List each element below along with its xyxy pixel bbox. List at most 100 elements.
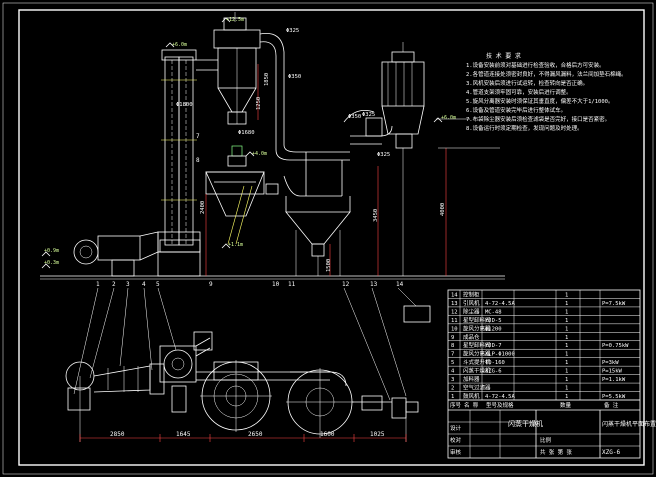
- elev-small-label: +1.1m: [228, 242, 243, 248]
- parts-cell-spec: YJD-7: [485, 343, 502, 349]
- elevation-view: +12.5m +6.0m +6.0m +0.9m +0.3m +4.0m +1.…: [40, 12, 505, 288]
- callout-5: 5: [156, 281, 160, 288]
- parts-cell-no: 9: [451, 335, 454, 341]
- horizontal-duct: [275, 120, 350, 197]
- elev-low-label: +4.0m: [252, 151, 267, 157]
- parts-cell-qty: 1: [565, 352, 568, 358]
- parts-cell-no: 7: [451, 352, 454, 358]
- parts-cell-note: P=3kW: [602, 360, 619, 366]
- parts-cell-no: 5: [451, 360, 454, 366]
- dim-d5: 1250: [256, 97, 262, 110]
- parts-cell-qty: 1: [565, 309, 568, 315]
- plan-dim-3: 2650: [248, 431, 263, 438]
- callout-2: 2: [112, 281, 116, 288]
- parts-cell-name: 旋风分离器: [463, 324, 491, 332]
- parts-cell-qty: 1: [565, 318, 568, 324]
- parts-cell-qty: 1: [565, 301, 568, 307]
- parts-cell-spec: TD-160: [485, 360, 505, 366]
- tb-drawing-title: 闪蒸干燥机平面布置图: [602, 420, 656, 428]
- parts-cell-qty: 1: [565, 386, 568, 392]
- callout-12: 12: [342, 281, 350, 288]
- note-2: 2.各管道连接处须密封良好，不得漏风漏料，法兰间加垫石棉绳。: [466, 70, 627, 78]
- parts-cell-qty: 1: [565, 335, 568, 341]
- tb-label-check: 校对: [450, 436, 462, 444]
- parts-cell-spec: XLP-Φ1000: [485, 352, 515, 358]
- callout-13: 13: [370, 281, 378, 288]
- parts-cell-qty: 1: [565, 292, 568, 298]
- callout-8: 8: [196, 157, 200, 164]
- dim-d8: Φ350: [348, 114, 361, 120]
- parts-cell-name: 成品仓: [463, 333, 480, 341]
- parts-cell-no: 12: [451, 309, 458, 315]
- parts-cell-no: 13: [451, 301, 458, 307]
- parts-cell-name: 加料器: [463, 375, 480, 383]
- parts-cell-no: 14: [451, 292, 458, 298]
- discharge-elbow: [343, 109, 375, 123]
- dim-d4: 1850: [264, 73, 270, 86]
- plan-view: 2850 1645 2650 1600 1025: [65, 287, 431, 442]
- tb-label-design: 设计: [450, 424, 462, 432]
- parts-cell-note: P=15kW: [602, 369, 623, 375]
- plan-dim-1: 2850: [110, 431, 125, 438]
- elev-right-label: +6.0m: [441, 115, 456, 121]
- parts-cell-no: 2: [451, 386, 454, 392]
- notes-title: 技 术 要 求: [486, 52, 521, 60]
- parts-cell-note: P=0.75kW: [602, 343, 629, 349]
- parts-cell-qty: 1: [565, 369, 568, 375]
- parts-cell-name: 旋风分离器: [463, 350, 491, 358]
- parts-cell-no: 4: [451, 369, 455, 375]
- parts-cell-spec: YJD-5: [485, 318, 502, 324]
- note-4: 4.管道支架须牢固可靠，安装后进行调整。: [466, 88, 572, 96]
- elev-left1-label: +0.9m: [44, 248, 59, 254]
- parts-cell-name: 空气过滤器: [463, 384, 491, 392]
- top-cyclone: [196, 12, 285, 125]
- parts-cell-name: 鼓风机: [463, 392, 480, 400]
- technical-notes: 技 术 要 求 1.设备安装前须对基础进行检查验收，合格后方可安装。 2.各管道…: [466, 52, 627, 132]
- plan-dim-2: 1645: [176, 431, 191, 438]
- parts-cell-spec: Φ1200: [485, 326, 502, 332]
- plan-dim-4: 1600: [320, 431, 335, 438]
- note-7: 7.布袋除尘器安装后须检查滤袋是否完好，接口是否紧密。: [466, 115, 610, 123]
- note-3: 3.风机安装后须进行试运转，检查转向是否正确。: [466, 79, 588, 87]
- dim-d3: Φ1680: [238, 130, 255, 136]
- tb-project: 闪蒸干燥机: [508, 419, 543, 428]
- parts-cell-spec: 4-72-4.5A: [485, 394, 515, 400]
- note-6: 6.设备及管道安装完毕后进行整体试车。: [466, 106, 566, 114]
- hdr-no: 序号: [450, 401, 462, 409]
- callout-3: 3: [126, 281, 130, 288]
- hdr-note: 备 注: [604, 401, 619, 409]
- note-5: 5.旋风分离器安装时须保证其垂直度，偏差不大于1/1000。: [466, 97, 614, 105]
- parts-cell-name: 斗式提升机: [463, 358, 491, 366]
- dim-d9: 2400: [200, 201, 206, 214]
- bucket-elevator: [159, 49, 201, 253]
- parts-cell-name: 闪蒸干燥机: [463, 367, 491, 375]
- dim-d1: Φ325: [286, 28, 299, 34]
- hdr-qty: 数量: [560, 401, 572, 409]
- parts-cell-note: P=5.5kW: [602, 394, 626, 400]
- parts-cell-no: 10: [451, 326, 458, 332]
- parts-cell-no: 3: [451, 377, 454, 383]
- dim-d13: Φ1800: [176, 102, 193, 108]
- dim-d7: Φ325: [377, 152, 390, 158]
- note-8: 8.设备运行时须定期检查，发现问题及时处理。: [466, 124, 583, 132]
- elev-top-label: +12.5m: [226, 17, 244, 23]
- elev-mid-label: +6.0m: [172, 42, 187, 48]
- hdr-name: 名 称: [464, 401, 479, 409]
- parts-cell-qty: 1: [565, 326, 568, 332]
- dim-d10: 3450: [373, 209, 379, 222]
- tb-label-review: 审核: [450, 448, 462, 456]
- callout-10: 10: [272, 281, 280, 288]
- parts-cell-note: P=7.5kW: [602, 301, 626, 307]
- callout-1: 1: [96, 281, 100, 288]
- parts-cell-qty: 1: [565, 343, 568, 349]
- tb-model: XZG-6: [602, 449, 620, 456]
- parts-cell-name: 控制柜: [463, 290, 480, 298]
- tb-sheet: 共 张 第 张: [540, 448, 572, 456]
- rotary-valve: [227, 145, 247, 167]
- note-1: 1.设备安装前须对基础进行检查验收，合格后方可安装。: [466, 61, 605, 69]
- tb-scale: 比例: [540, 436, 552, 444]
- plan-dim-5: 1025: [370, 431, 385, 438]
- parts-cell-no: 11: [451, 318, 458, 324]
